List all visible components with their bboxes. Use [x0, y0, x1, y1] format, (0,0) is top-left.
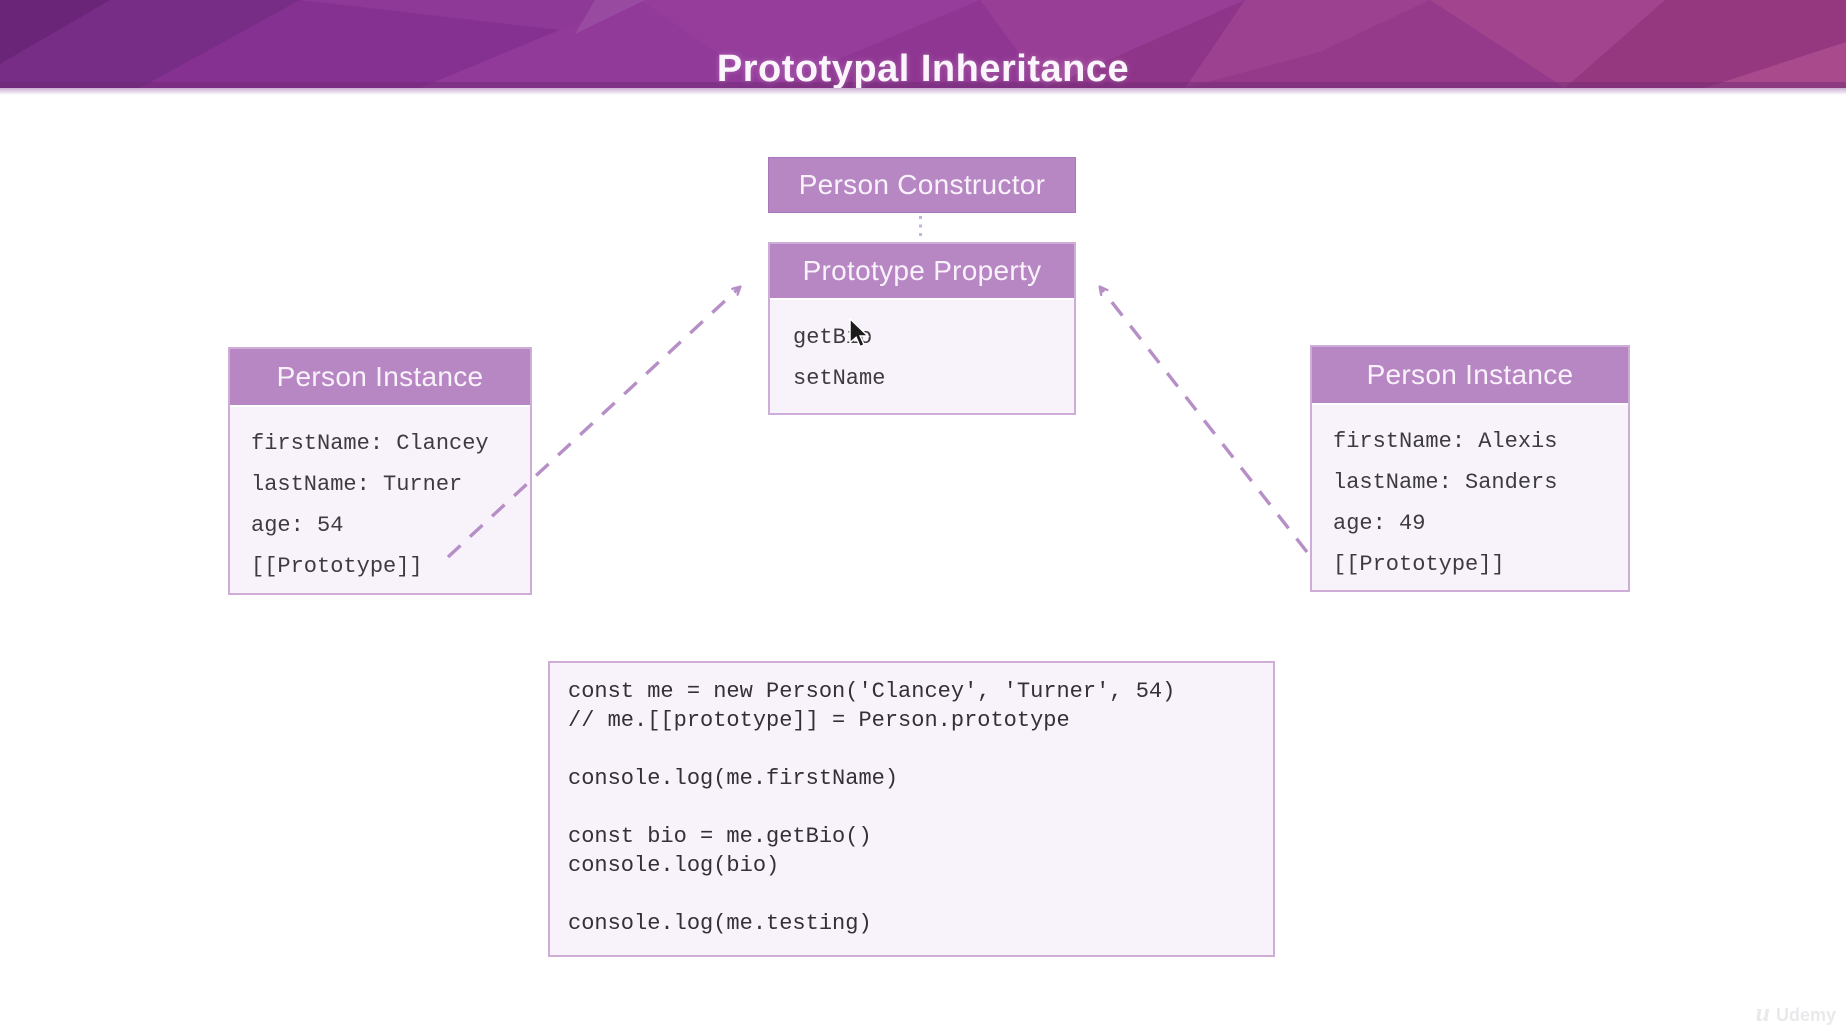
- person-instance-right-body: firstName: Alexis lastName: Sanders age:…: [1312, 405, 1628, 585]
- banner-bottom-fade: [0, 88, 1846, 95]
- person-instance-right-box: Person Instance firstName: Alexis lastNa…: [1310, 345, 1630, 592]
- person-instance-left-label: Person Instance: [276, 361, 484, 392]
- person-instance-left-header: Person Instance: [230, 349, 530, 407]
- left-field-prototype-slot: [[Prototype]]: [251, 554, 423, 579]
- code-snippet-box: const me = new Person('Clancey', 'Turner…: [548, 661, 1275, 957]
- prototype-method-setname: setName: [793, 366, 886, 391]
- right-field-prototype-slot: [[Prototype]]: [1333, 552, 1505, 577]
- prototype-method-getbio: getBio: [793, 325, 873, 350]
- right-field-firstname: firstName: Alexis: [1333, 429, 1558, 454]
- right-field-lastname: lastName: Sanders: [1333, 470, 1558, 495]
- prototype-property-header: Prototype Property: [770, 244, 1074, 300]
- right-prototype-arrow: [1100, 287, 1309, 554]
- left-field-age: age: 54: [251, 513, 344, 538]
- person-constructor-label: Person Constructor: [798, 169, 1046, 200]
- person-instance-right-label: Person Instance: [1366, 359, 1574, 390]
- person-instance-left-box: Person Instance firstName: Clancey lastN…: [228, 347, 532, 595]
- prototype-property-box: Prototype Property getBio setName: [768, 242, 1076, 415]
- udemy-logo-icon: u: [1755, 998, 1770, 1027]
- title-banner: Prototypal Inheritance: [0, 0, 1846, 88]
- banner-lowpoly-texture: [0, 0, 1846, 88]
- right-field-age: age: 49: [1333, 511, 1426, 536]
- prototype-property-body: getBio setName: [770, 300, 1074, 399]
- left-field-lastname: lastName: Turner: [251, 472, 463, 497]
- udemy-watermark: u Udemy: [1756, 998, 1837, 1028]
- person-instance-right-header: Person Instance: [1312, 347, 1628, 405]
- person-instance-left-body: firstName: Clancey lastName: Turner age:…: [230, 407, 530, 587]
- udemy-watermark-label: Udemy: [1775, 1005, 1836, 1025]
- left-field-firstname: firstName: Clancey: [251, 431, 489, 456]
- person-constructor-box: Person Constructor: [768, 157, 1076, 213]
- page-title: Prototypal Inheritance: [716, 47, 1130, 88]
- code-snippet: const me = new Person('Clancey', 'Turner…: [568, 679, 1176, 936]
- prototype-property-label: Prototype Property: [802, 255, 1042, 286]
